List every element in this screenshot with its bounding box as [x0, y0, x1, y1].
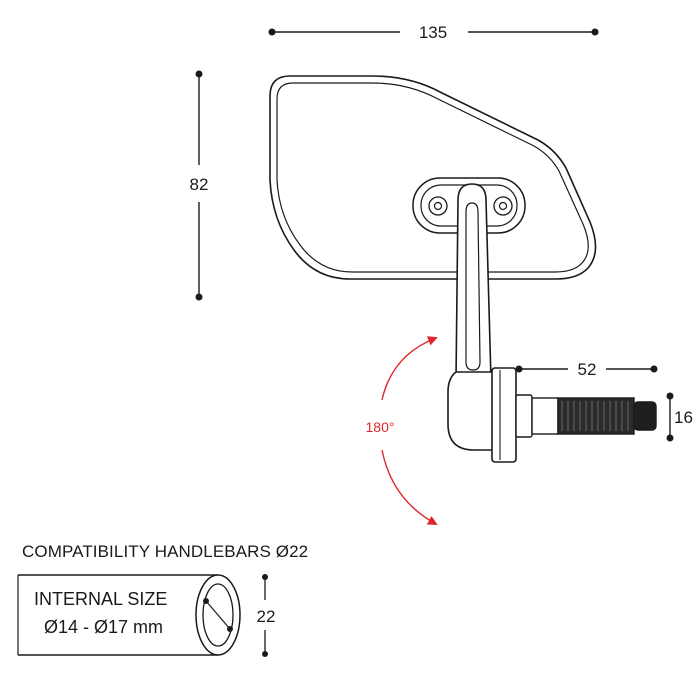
- height-dim-endpoint-bottom: [195, 293, 203, 301]
- tube-internal-dim-point-bottom: [227, 626, 233, 632]
- mount-screw-left: [428, 196, 448, 216]
- tube-diameter-dimension: 22: [257, 574, 276, 657]
- rotation-indicator: 180°: [366, 336, 438, 525]
- clamp-diameter-dimension: 16: [666, 392, 693, 442]
- width-dimension: 135: [268, 23, 599, 42]
- compatibility-title: COMPATIBILITY HANDLEBARS Ø22: [22, 542, 309, 561]
- rotation-arc-lower: [381, 449, 438, 525]
- stem-slot: [465, 202, 481, 371]
- clamp-diameter-label: 16: [674, 408, 693, 427]
- tube-end-inner: [202, 583, 234, 647]
- bar-end-clamp: [515, 394, 657, 438]
- clamp-end-cap: [633, 401, 657, 431]
- handlebar-tube-drawing: [17, 574, 241, 656]
- tube-internal-dim-line: [205, 600, 231, 630]
- clamp-knurling: [561, 401, 629, 431]
- joint-collar: [491, 367, 517, 463]
- arm-dim-endpoint-right: [650, 365, 658, 373]
- stem-body: [455, 183, 492, 381]
- internal-size-label: INTERNAL SIZE: [34, 589, 168, 609]
- internal-size-range: Ø14 - Ø17 mm: [44, 617, 164, 637]
- mirror-inner-outline: [276, 82, 589, 273]
- clamp-ring: [515, 394, 533, 438]
- arm-length-dimension: 52: [515, 360, 658, 379]
- height-dimension-label: 82: [190, 175, 209, 194]
- width-dim-endpoint-right: [591, 28, 599, 36]
- clamp-neck: [531, 397, 559, 435]
- mount-screw-left-center: [433, 201, 443, 211]
- mount-screw-right: [493, 196, 513, 216]
- rotation-arc-upper: [381, 336, 438, 401]
- rotation-angle-label: 180°: [366, 419, 395, 435]
- mirror-head: [269, 75, 597, 280]
- clamp-knurled-sleeve: [557, 397, 635, 435]
- stem-lower-body: [447, 371, 501, 451]
- width-dimension-label: 135: [419, 23, 447, 42]
- mirror-outer-outline: [269, 75, 597, 280]
- arm-length-label: 52: [578, 360, 597, 379]
- mount-screw-right-center: [498, 201, 508, 211]
- mirror-stem: [447, 183, 517, 463]
- clamp-dim-endpoint-bottom: [666, 434, 674, 442]
- tube-diameter-label: 22: [257, 607, 276, 626]
- tube-dim-endpoint-bottom: [262, 651, 268, 657]
- height-dimension: 82: [190, 70, 209, 301]
